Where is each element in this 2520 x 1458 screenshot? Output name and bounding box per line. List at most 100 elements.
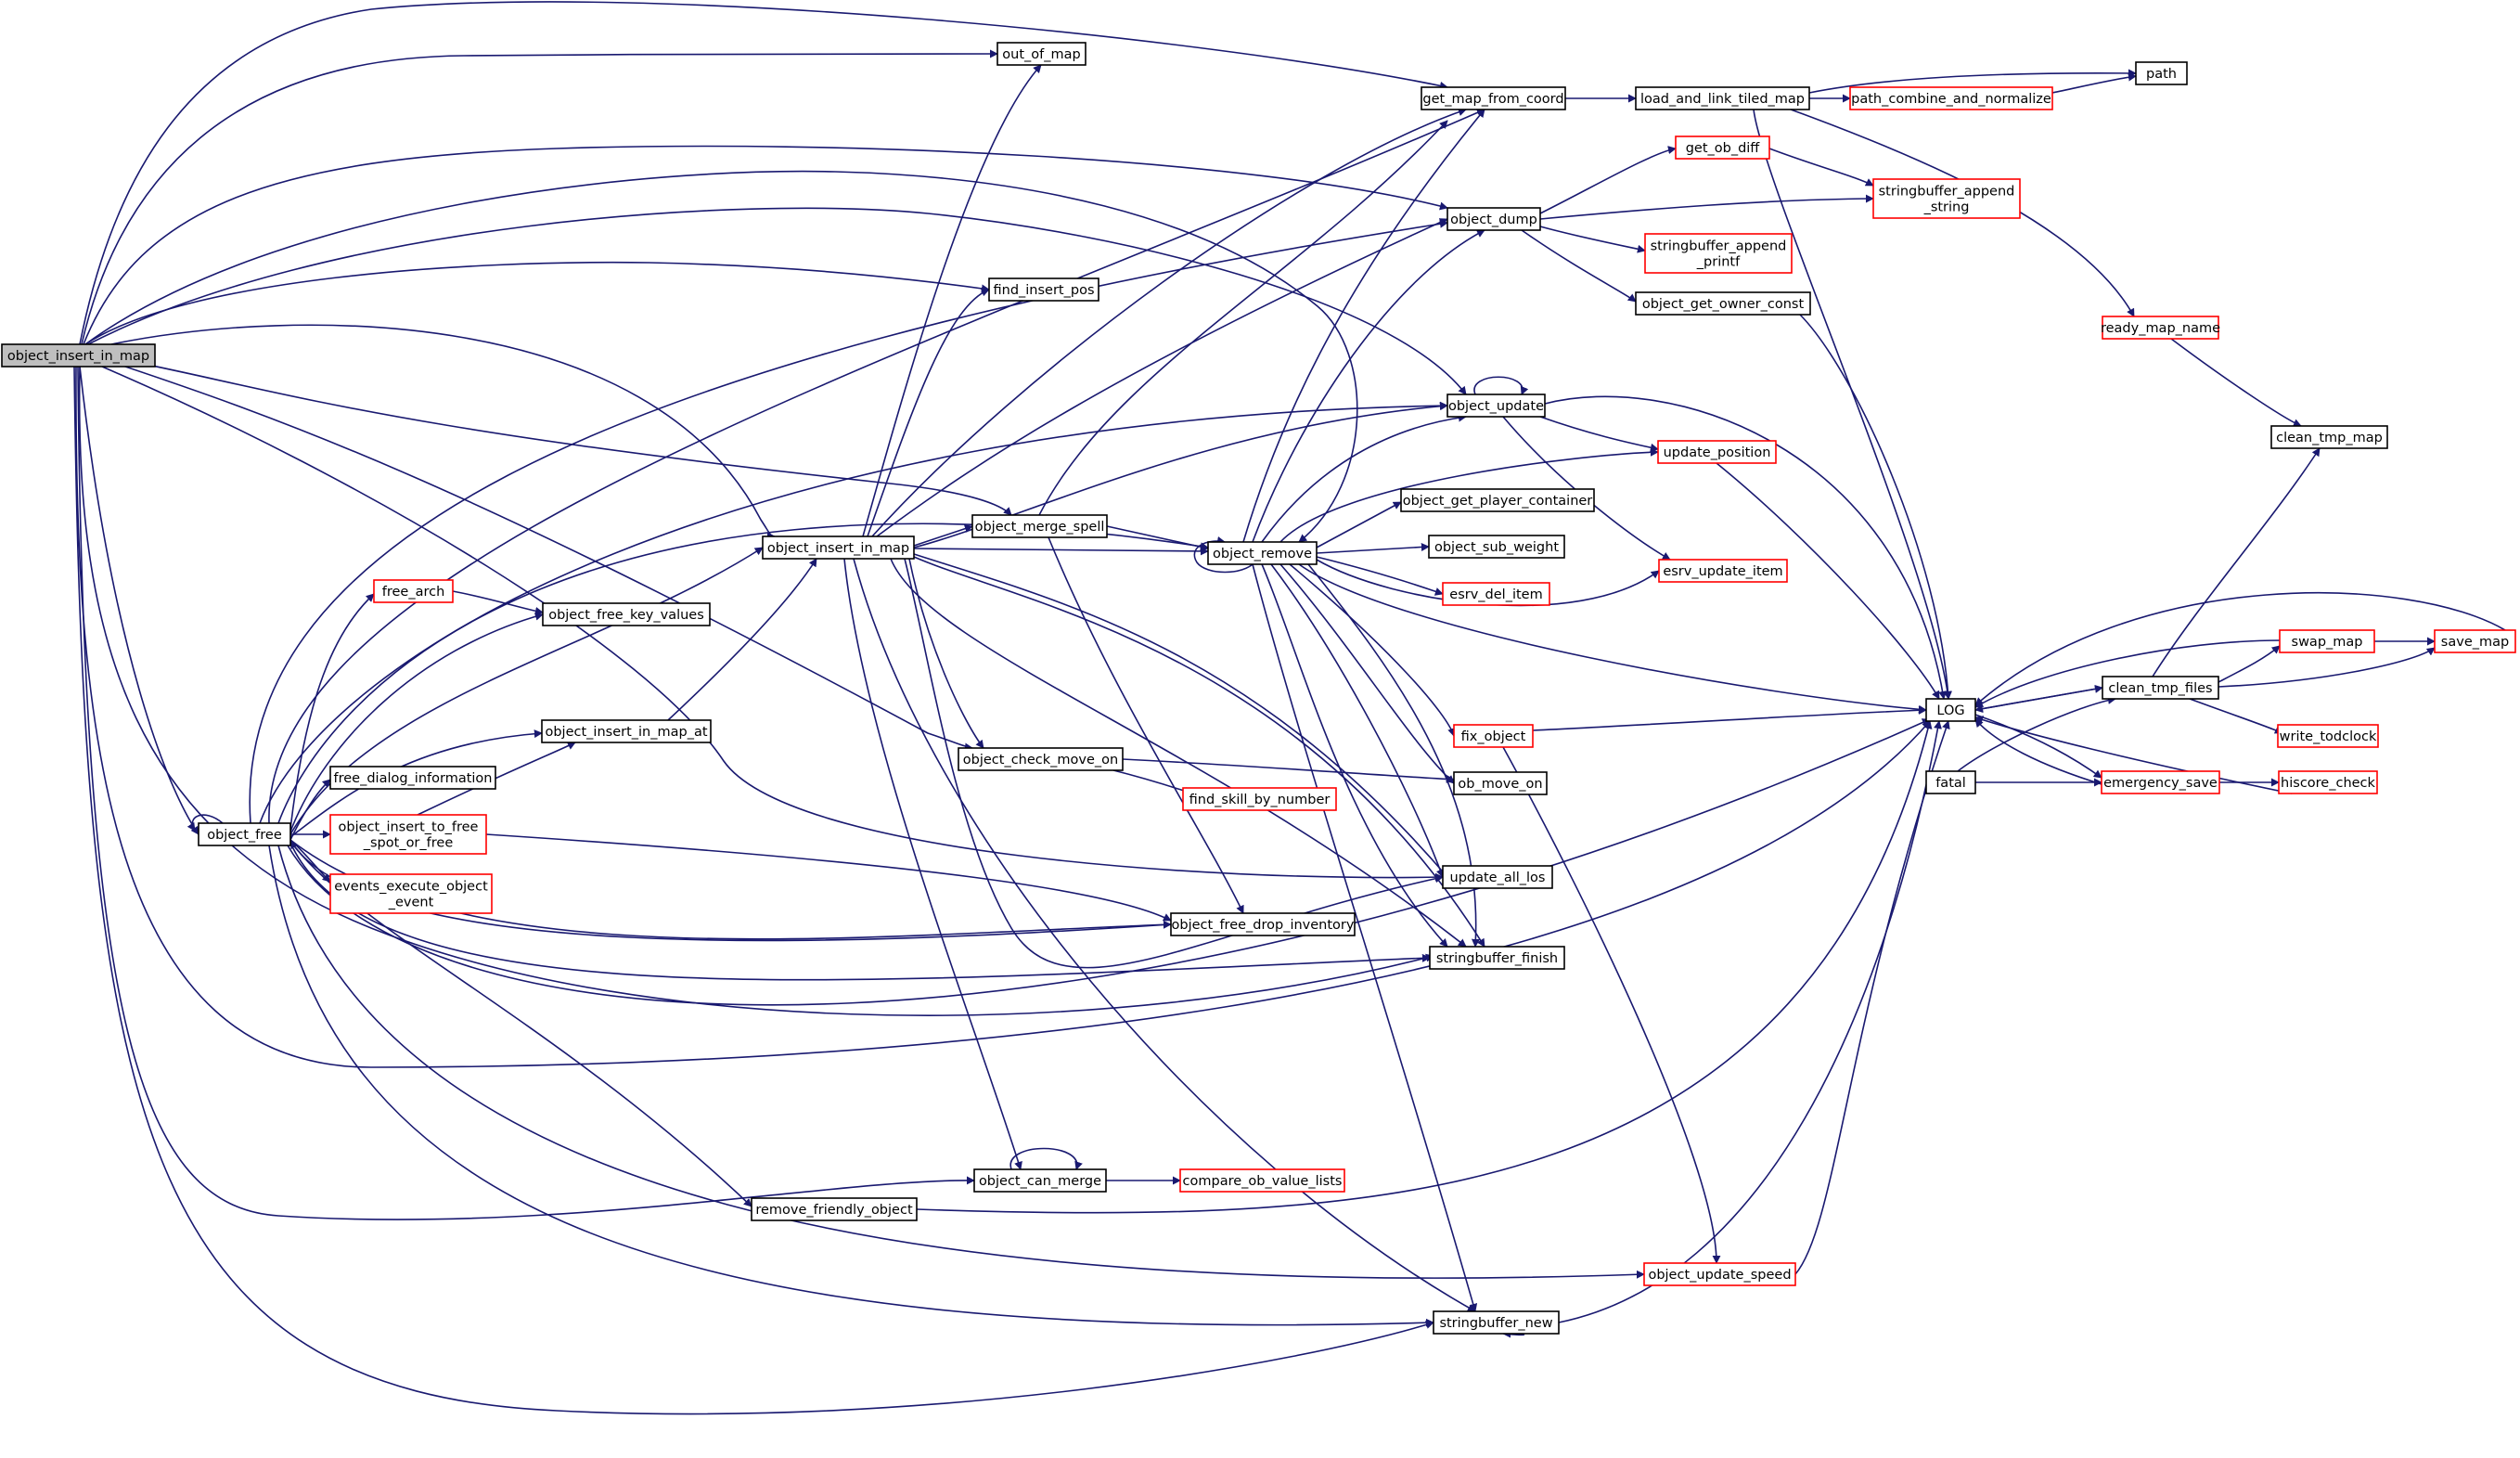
node-object-update[interactable]: object_update [1446, 394, 1546, 418]
node-find-insert-pos[interactable]: find_insert_pos [988, 277, 1099, 302]
node-remove-friendly-object[interactable]: remove_friendly_object [751, 1197, 918, 1221]
node-clean-tmp-files[interactable]: clean_tmp_files [2102, 676, 2219, 700]
node-box[interactable] [2278, 770, 2378, 794]
node-object-insert-in-map-root[interactable]: object_insert_in_map [1, 343, 156, 368]
node-object-can-merge[interactable]: object_can_merge [973, 1168, 1107, 1193]
node-events-execute-object-event[interactable]: events_execute_object_event [329, 873, 493, 914]
node-update-all-los[interactable]: update_all_los [1442, 865, 1553, 889]
node-box[interactable] [1643, 1262, 1796, 1286]
node-box[interactable] [996, 42, 1086, 66]
node-esrv-del-item[interactable]: esrv_del_item [1442, 582, 1550, 606]
node-box[interactable] [1421, 86, 1566, 110]
node-get-ob-diff[interactable]: get_ob_diff [1675, 135, 1770, 160]
node-object-remove[interactable]: object_remove [1207, 541, 1318, 565]
node-box[interactable] [1428, 535, 1565, 559]
node-path[interactable]: path [2135, 61, 2188, 85]
node-object-merge-spell[interactable]: object_merge_spell [971, 514, 1108, 538]
node-box[interactable] [1207, 541, 1318, 565]
node-object-insert-in-map[interactable]: object_insert_in_map [762, 535, 915, 560]
node-object-insert-to-free-spot-or-free[interactable]: object_insert_to_free_spot_or_free [329, 814, 487, 855]
node-write-todclock[interactable]: write_todclock [2277, 724, 2379, 748]
node-hiscore-check[interactable]: hiscore_check [2278, 770, 2378, 794]
node-save-map[interactable]: save_map [2434, 629, 2516, 653]
node-box[interactable] [1400, 488, 1595, 512]
node-box[interactable] [329, 873, 493, 914]
node-box[interactable] [1675, 135, 1770, 160]
node-update-position[interactable]: update_position [1657, 440, 1777, 464]
node-object-get-owner-const[interactable]: object_get_owner_const [1635, 291, 1811, 316]
node-box[interactable] [541, 719, 712, 743]
node-box[interactable] [329, 766, 496, 790]
node-find-skill-by-number[interactable]: find_skill_by_number [1182, 787, 1337, 811]
node-box[interactable] [1442, 582, 1550, 606]
node-box[interactable] [1179, 1168, 1345, 1193]
node-clean-tmp-map[interactable]: clean_tmp_map [2270, 425, 2388, 449]
node-stringbuffer-append-printf[interactable]: stringbuffer_append_printf [1644, 233, 1793, 274]
node-box[interactable] [2270, 425, 2388, 449]
node-emergency-save[interactable]: emergency_save [2101, 770, 2220, 794]
node-box[interactable] [1635, 86, 1810, 110]
node-box[interactable] [1433, 1310, 1560, 1335]
node-box[interactable] [1446, 394, 1546, 418]
node-box[interactable] [2102, 316, 2219, 340]
node-box[interactable] [2277, 724, 2379, 748]
node-box[interactable] [2434, 629, 2516, 653]
node-box[interactable] [1849, 86, 2053, 110]
node-box[interactable] [198, 822, 291, 846]
node-box[interactable] [329, 814, 487, 855]
node-object-sub-weight[interactable]: object_sub_weight [1428, 535, 1565, 559]
node-box[interactable] [1442, 865, 1553, 889]
node-box[interactable] [2101, 770, 2220, 794]
node-box[interactable] [1925, 698, 1976, 722]
node-path-combine-and-normalize[interactable]: path_combine_and_normalize [1849, 86, 2053, 110]
node-fatal[interactable]: fatal [1925, 770, 1976, 794]
node-box[interactable] [751, 1197, 918, 1221]
node-LOG[interactable]: LOG [1925, 698, 1976, 722]
node-object-check-move-on[interactable]: object_check_move_on [958, 747, 1124, 771]
node-box[interactable] [1872, 178, 2021, 219]
node-object-insert-in-map-at[interactable]: object_insert_in_map_at [541, 719, 712, 743]
node-object-free-key-values[interactable]: object_free_key_values [542, 602, 711, 626]
node-box[interactable] [1446, 207, 1541, 231]
node-esrv-update-item[interactable]: esrv_update_item [1658, 559, 1788, 583]
node-stringbuffer-append-string[interactable]: stringbuffer_append_string [1872, 178, 2021, 219]
node-object-get-player-container[interactable]: object_get_player_container [1400, 488, 1595, 512]
node-ready-map-name[interactable]: ready_map_name [2101, 316, 2220, 340]
node-box[interactable] [1453, 724, 1534, 748]
node-box[interactable] [2279, 629, 2375, 653]
node-ob-move-on[interactable]: ob_move_on [1453, 771, 1548, 795]
node-free-arch[interactable]: free_arch [373, 579, 454, 603]
node-box[interactable] [1644, 233, 1793, 274]
node-swap-map[interactable]: swap_map [2279, 629, 2375, 653]
node-box[interactable] [971, 514, 1108, 538]
node-compare-ob-value-lists[interactable]: compare_ob_value_lists [1179, 1168, 1345, 1193]
node-box[interactable] [988, 277, 1099, 302]
node-box[interactable] [1453, 771, 1548, 795]
node-box[interactable] [2102, 676, 2219, 700]
node-box[interactable] [1657, 440, 1777, 464]
node-free-dialog-information[interactable]: free_dialog_information [329, 766, 496, 790]
node-box[interactable] [1, 343, 156, 368]
node-stringbuffer-finish[interactable]: stringbuffer_finish [1429, 946, 1565, 970]
node-fix-object[interactable]: fix_object [1453, 724, 1534, 748]
node-box[interactable] [1658, 559, 1788, 583]
node-box[interactable] [1429, 946, 1565, 970]
node-box[interactable] [762, 535, 915, 560]
node-box[interactable] [1182, 787, 1337, 811]
node-out-of-map[interactable]: out_of_map [996, 42, 1086, 66]
node-object-update-speed[interactable]: object_update_speed [1643, 1262, 1796, 1286]
node-box[interactable] [958, 747, 1124, 771]
node-get-map-from-coord[interactable]: get_map_from_coord [1421, 86, 1566, 110]
node-box[interactable] [1170, 912, 1356, 936]
node-load-and-link-tiled-map[interactable]: load_and_link_tiled_map [1635, 86, 1810, 110]
node-box[interactable] [2135, 61, 2188, 85]
node-object-free-drop-inventory[interactable]: object_free_drop_inventory [1170, 912, 1356, 936]
node-box[interactable] [542, 602, 711, 626]
node-stringbuffer-new[interactable]: stringbuffer_new [1433, 1310, 1560, 1335]
node-box[interactable] [373, 579, 454, 603]
node-object-free[interactable]: object_free [198, 822, 291, 846]
node-object-dump[interactable]: object_dump [1446, 207, 1541, 231]
node-box[interactable] [1635, 291, 1811, 316]
node-box[interactable] [1925, 770, 1976, 794]
node-box[interactable] [973, 1168, 1107, 1193]
